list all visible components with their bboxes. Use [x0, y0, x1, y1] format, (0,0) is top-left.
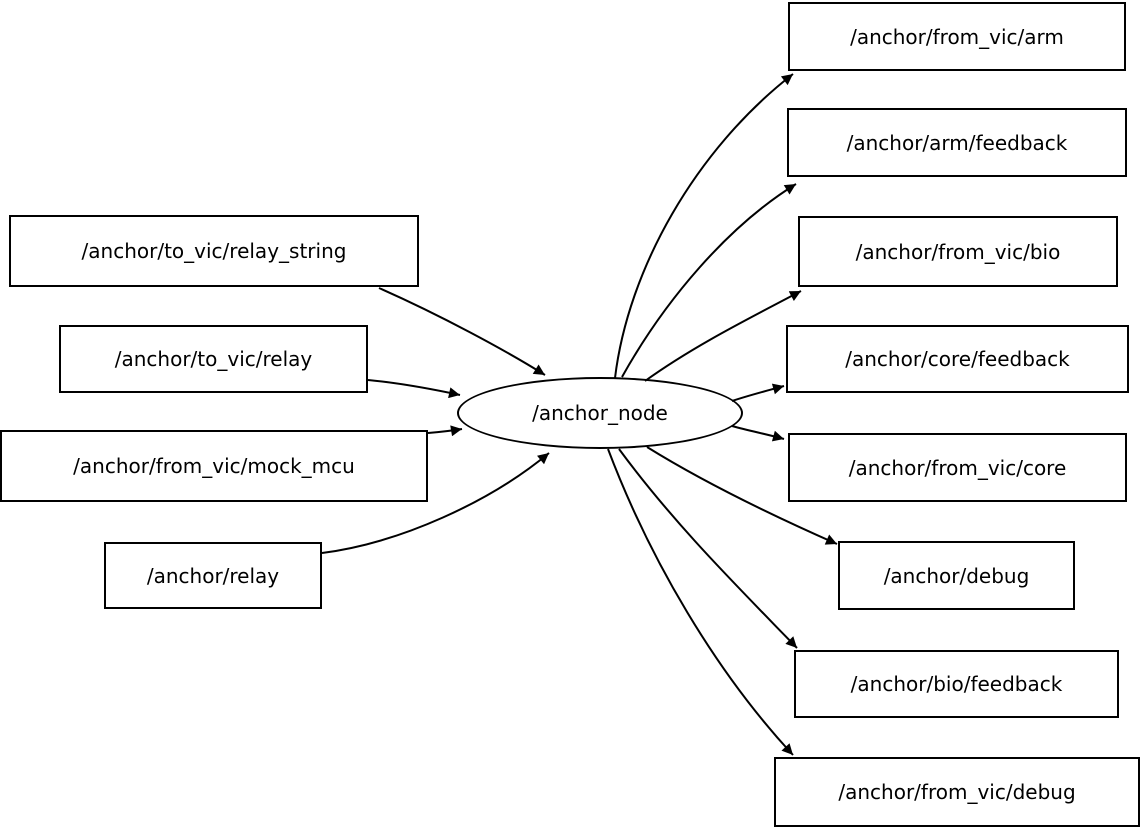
topic-node-anchor-bio-feedback: /anchor/bio/feedback: [794, 650, 1119, 718]
edge-anchor-node-to-arm-feedback: [621, 183, 797, 378]
topic-node-anchor-from-vic-mock-mcu: /anchor/from_vic/mock_mcu: [0, 430, 428, 502]
edge-anchor-node-to-from-vic-core: [731, 425, 785, 442]
topic-label: /anchor/debug: [883, 563, 1030, 588]
topic-label: /anchor/to_vic/relay_string: [81, 239, 347, 263]
topic-node-anchor-arm-feedback: /anchor/arm/feedback: [787, 108, 1127, 177]
topic-label: /anchor/to_vic/relay: [114, 347, 313, 371]
edge-mock-mcu-to-anchor-node: [427, 425, 463, 437]
topic-label: /anchor/from_vic/arm: [850, 24, 1064, 49]
topic-node-anchor-from-vic-core: /anchor/from_vic/core: [788, 433, 1127, 502]
topic-node-anchor-debug: /anchor/debug: [838, 541, 1075, 610]
edge-anchor-node-to-from-vic-arm: [614, 73, 794, 379]
topic-node-anchor-core-feedback: /anchor/core/feedback: [786, 325, 1129, 393]
edge-anchor-node-to-core-feedback-upper: [644, 290, 802, 382]
topic-node-anchor-to-vic-relay: /anchor/to_vic/relay: [59, 325, 368, 393]
topic-label: /anchor/from_vic/core: [848, 455, 1067, 480]
edge-anchor-node-to-from-vic-debug: [607, 448, 794, 756]
edge-to-vic-relay-to-anchor-node: [367, 379, 461, 399]
topic-label: /anchor/bio/feedback: [850, 672, 1063, 696]
topic-label: /anchor/core/feedback: [845, 347, 1070, 371]
node-label: /anchor_node: [532, 401, 668, 425]
edge-anchor-node-to-core-feedback: [731, 383, 785, 402]
topic-label: /anchor/from_vic/debug: [838, 780, 1076, 804]
topic-node-anchor-from-vic-bio: /anchor/from_vic/bio: [798, 216, 1118, 287]
topic-node-anchor-relay: /anchor/relay: [104, 542, 322, 609]
topic-label: /anchor/arm/feedback: [846, 130, 1068, 155]
topic-node-anchor-from-vic-debug: /anchor/from_vic/debug: [774, 757, 1140, 827]
topic-label: /anchor/relay: [146, 563, 280, 588]
topic-label: /anchor/from_vic/bio: [855, 239, 1061, 264]
topic-label: /anchor/from_vic/mock_mcu: [73, 454, 355, 478]
edge-relay-string-to-anchor-node: [378, 287, 546, 376]
edge-anchor-node-to-bio-feedback: [618, 448, 798, 649]
topic-node-anchor-from-vic-arm: /anchor/from_vic/arm: [788, 2, 1126, 71]
topic-node-anchor-to-vic-relay-string: /anchor/to_vic/relay_string: [9, 215, 419, 287]
node-anchor-node: /anchor_node: [457, 377, 743, 449]
